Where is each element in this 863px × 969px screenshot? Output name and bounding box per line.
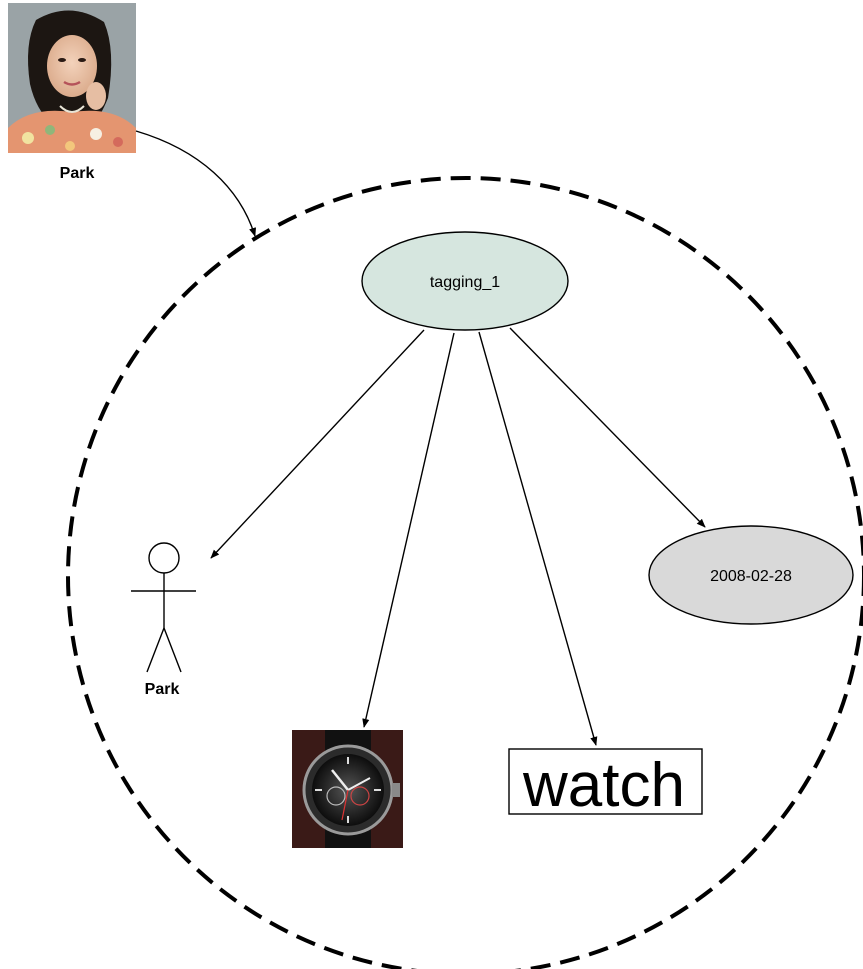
person-photo-label: Park xyxy=(60,165,95,182)
wristwatch-icon xyxy=(292,730,403,848)
stick-figure-icon xyxy=(131,542,196,673)
tag-node[interactable]: watch xyxy=(508,748,703,820)
tagging-to-resource-edge xyxy=(362,332,455,728)
tagging-node-label: tagging_1 xyxy=(430,274,500,291)
tagging-boundary-circle xyxy=(66,176,863,969)
resource-node[interactable] xyxy=(292,730,403,848)
tag-node-label: watch xyxy=(522,751,685,820)
date-node-shape xyxy=(648,525,854,625)
photo-to-tagging-edge xyxy=(135,130,257,237)
tag-node-box xyxy=(508,748,703,815)
date-node-label: 2008-02-28 xyxy=(710,568,792,585)
date-node[interactable]: 2008-02-28 xyxy=(648,525,854,625)
user-node[interactable]: Park xyxy=(131,542,196,698)
tagging-node[interactable]: tagging_1 xyxy=(361,231,569,331)
tagging-to-date-edge xyxy=(509,327,706,528)
tagging-node-shape xyxy=(361,231,569,331)
person-photo-icon xyxy=(8,3,136,153)
user-node-label: Park xyxy=(145,681,180,698)
tagging-to-user-edge xyxy=(210,329,425,559)
person-photo-node[interactable]: Park xyxy=(8,3,136,182)
tagging-to-tag-edge xyxy=(478,331,598,746)
